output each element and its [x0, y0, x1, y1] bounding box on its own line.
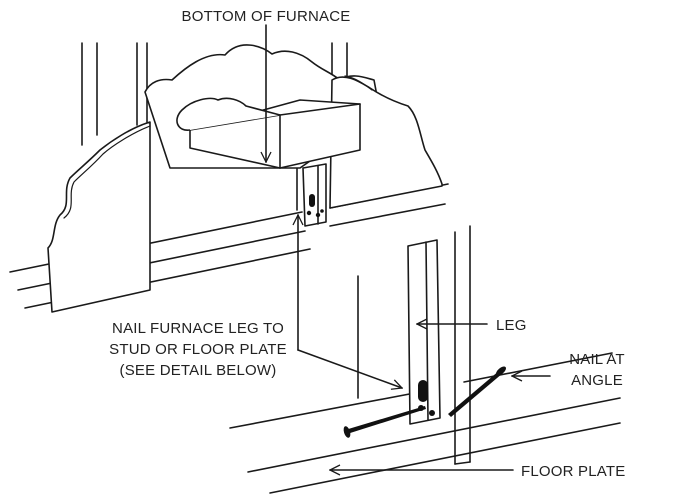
- label-floor-plate: FLOOR PLATE: [521, 463, 625, 480]
- furnace-bottom: [176, 97, 361, 169]
- wall-sheet-left: [47, 121, 151, 313]
- callout-arrows: [266, 24, 551, 470]
- lower-detail: [229, 225, 621, 494]
- arrow-to-lower-leg: [297, 349, 402, 388]
- upper-leg: [302, 163, 327, 227]
- label-nail-instruction-2: STUD OR FLOOR PLATE: [109, 341, 287, 358]
- label-nail-instruction-1: NAIL FURNACE LEG TO: [112, 320, 284, 337]
- label-bottom-of-furnace: BOTTOM OF FURNACE: [182, 8, 351, 25]
- label-leg: LEG: [496, 317, 527, 334]
- label-angle: ANGLE: [571, 372, 623, 389]
- label-nail-at: NAIL AT: [569, 351, 625, 368]
- label-nail-instruction-3: (SEE DETAIL BELOW): [120, 362, 277, 379]
